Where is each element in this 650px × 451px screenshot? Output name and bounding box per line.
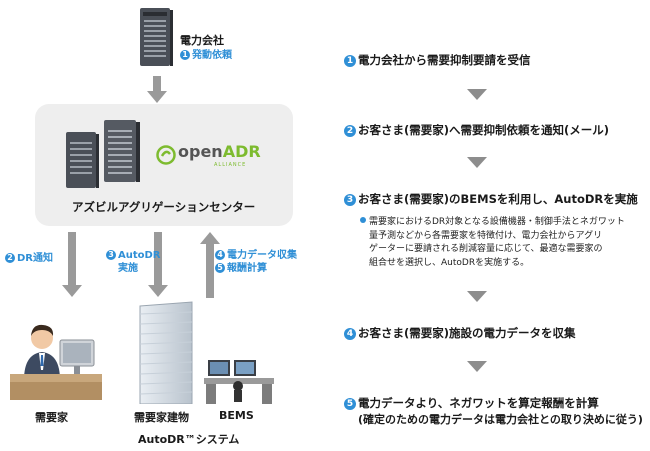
consumer-person-icon [10, 318, 102, 400]
openadr-logo: openADR ALLIANCE [156, 142, 261, 176]
step-badge: 4 [215, 250, 225, 260]
step-2-text: お客さま(需要家)へ需要抑制依頼を通知(メール) [358, 123, 610, 137]
bems-label: BEMS [219, 409, 254, 422]
step-badge: 5 [344, 398, 356, 410]
building-icon [132, 300, 204, 405]
bullet-icon [360, 217, 366, 223]
detail-line: 量予測などから各需要家を特徴付け、電力会社からアグリ [369, 230, 603, 241]
step-arrow-2 [467, 157, 487, 168]
logo-open-text: open [178, 142, 223, 161]
step-3-detail: 需要家におけるDR対象となる設備機器・制御手法とネガワット 量予測などから各需要… [360, 216, 640, 270]
step-badge: 2 [344, 125, 356, 137]
detail-line: ゲーターに要請される削減容量に応じて、最適な需要家の [369, 244, 603, 254]
step-badge: 5 [215, 263, 225, 273]
step-badge: 1 [344, 55, 356, 67]
step-badge: 2 [5, 253, 15, 263]
arrow-down-autodr [147, 232, 169, 298]
step-arrow-3 [467, 291, 487, 302]
step-3-text: お客さま(需要家)のBEMSを利用し、AutoDRを実施 [358, 192, 638, 206]
autodr-text-1: AutoDR [118, 250, 161, 261]
autodr-text-2: 実施 [118, 263, 138, 274]
step-badge: 3 [106, 250, 116, 260]
step-badge: 4 [344, 328, 356, 340]
step-badge: 3 [344, 194, 356, 206]
openadr-logo-mark-icon [156, 145, 176, 165]
step-5-text: 電力データより、ネガワットを算定報酬を計算 [358, 396, 599, 410]
collect-text: 電力データ収集 [227, 250, 297, 261]
arrow-down-dr-notice [61, 232, 83, 298]
step-badge: 1 [180, 50, 190, 60]
step-arrow-4 [467, 361, 487, 372]
bems-workstation-icon [204, 360, 274, 404]
step-5-note: (確定のための電力データは電力会社との取り決めに従う) [358, 413, 643, 426]
step-arrow-1 [467, 89, 487, 100]
dr-notice-text: DR通知 [17, 253, 54, 264]
building-label: 需要家建物 [134, 411, 189, 424]
power-company-label: 電力会社 [180, 34, 224, 47]
aggregation-center-label: アズビルアグリゲーションセンター [72, 200, 256, 214]
aggregation-servers-icon [64, 118, 144, 190]
detail-line: 組合せを選択し、AutoDRを実施する。 [369, 257, 530, 268]
step-1-text: 電力会社から需要抑制要請を受信 [358, 53, 531, 67]
detail-line: 需要家におけるDR対象となる設備機器・制御手法とネガワット [360, 216, 640, 230]
arrow-down-request [146, 76, 168, 104]
logo-adr-text: ADR [222, 142, 261, 161]
consumer-label: 需要家 [35, 411, 68, 424]
arrow-up-collect [199, 232, 221, 298]
reward-text: 報酬計算 [227, 263, 267, 274]
logo-alliance-text: ALLIANCE [214, 162, 247, 168]
step-4-text: お客さま(需要家)施設の電力データを収集 [358, 326, 576, 340]
request-text: 発動依頼 [192, 50, 232, 61]
power-company-server-icon [138, 6, 174, 68]
detail-text: 需要家におけるDR対象となる設備機器・制御手法とネガワット [369, 217, 625, 227]
autodr-system-label: AutoDR™システム [138, 433, 240, 446]
